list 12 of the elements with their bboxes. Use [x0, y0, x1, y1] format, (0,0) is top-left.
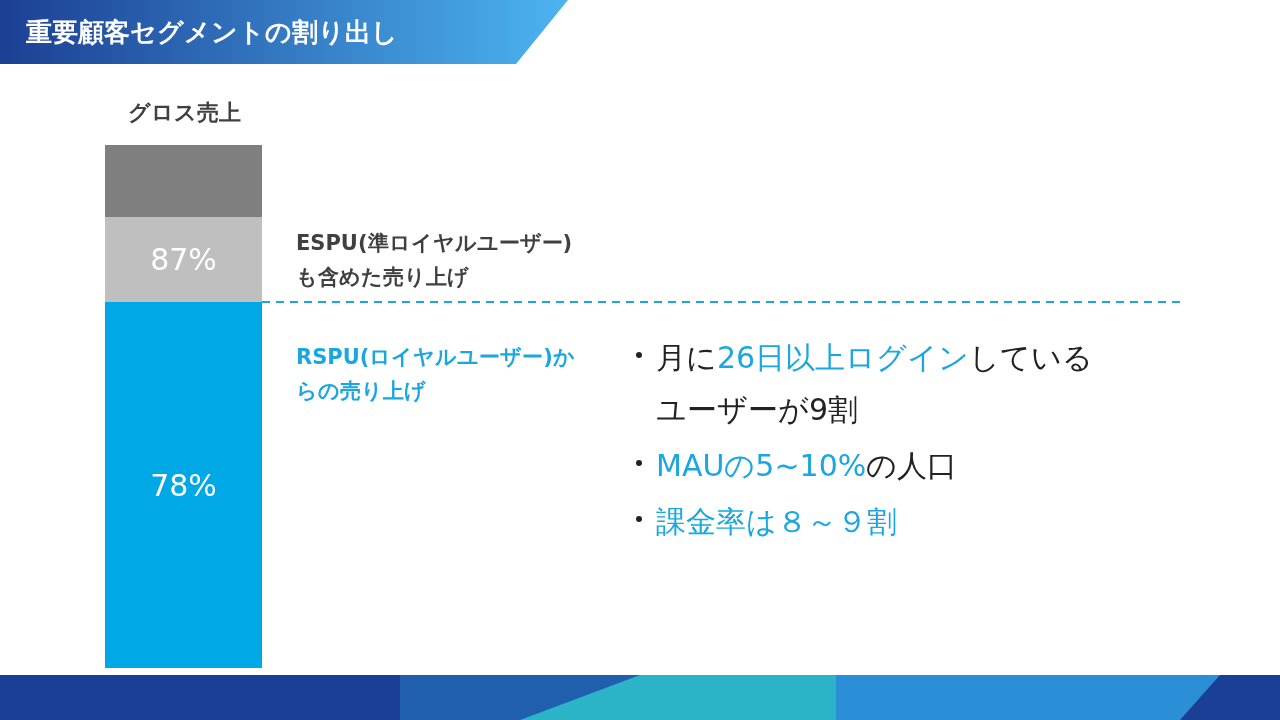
bullet-text: 月に26日以上ログインしているユーザーが9割 — [656, 339, 1095, 429]
bar-segment — [105, 217, 262, 302]
bullet-text: MAUの5~10%の人口 — [656, 447, 958, 485]
bar-heading: グロス売上 — [126, 99, 242, 127]
percentage-value: 78% — [150, 466, 217, 505]
slide-title: 重要顧客セグメントの割り出し — [26, 16, 398, 49]
bullet-text: 課金率は８～９割 — [656, 503, 897, 541]
bar-segment — [105, 145, 262, 217]
bar-segment — [105, 302, 262, 668]
segment-description: ESPU(準ロイヤルユーザー)も含めた売り上げ — [296, 230, 574, 291]
segment-description: RSPU(ロイヤルユーザー)からの売り上げ — [296, 344, 576, 405]
percentage-value: 87% — [150, 241, 217, 279]
